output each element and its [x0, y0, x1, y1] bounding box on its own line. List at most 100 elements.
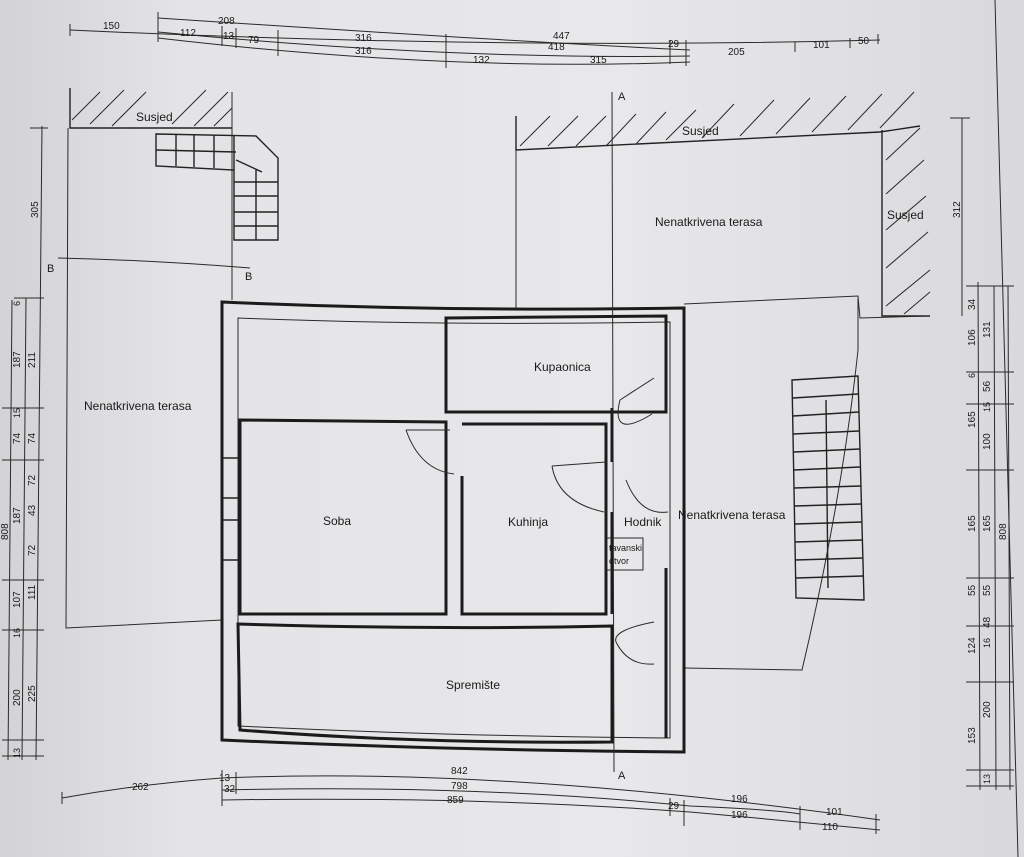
dim-bottom-262: 262	[132, 782, 149, 793]
right-terrace-top-edge	[683, 295, 929, 319]
dim-right-200: 200	[982, 701, 993, 718]
tavanski-label: tavanski	[609, 543, 642, 553]
section-a-top: A	[618, 91, 626, 103]
right-dimension-chain: 312 34 106 131 6 56 15 165 100 165 165 5…	[950, 117, 1014, 791]
dim-bottom-101: 101	[826, 807, 843, 818]
dim-right-131: 131	[982, 321, 993, 338]
dim-left-808: 808	[0, 523, 11, 540]
dim-left-211: 211	[27, 352, 38, 368]
dim-right-16: 16	[982, 638, 992, 648]
dim-bottom-29: 29	[668, 801, 680, 812]
dim-right-55b: 55	[982, 584, 993, 596]
left-terrace-outline	[65, 127, 223, 629]
dim-left-187b: 187	[12, 507, 23, 524]
dim-left-305: 305	[30, 201, 41, 218]
dim-left-15: 15	[12, 408, 22, 418]
dim-right-100: 100	[982, 433, 993, 450]
building-walls	[220, 300, 686, 754]
section-b-left: B	[47, 263, 54, 275]
dim-bottom-859: 859	[447, 795, 464, 806]
dim-top-150: 150	[103, 21, 120, 32]
dim-right-153: 153	[967, 727, 978, 744]
dim-right-34: 34	[967, 298, 978, 310]
dim-top-208: 208	[218, 16, 235, 27]
dim-right-165a: 165	[967, 411, 978, 428]
dim-top-205: 205	[728, 47, 745, 58]
dim-left-6: 6	[12, 301, 22, 306]
neighbour-staircase	[155, 133, 279, 241]
dim-right-312: 312	[952, 201, 963, 218]
room-spremiste-label: Spremište	[446, 678, 500, 692]
dim-top-418: 418	[548, 42, 565, 53]
dim-right-13: 13	[982, 774, 992, 784]
dim-left-16: 16	[12, 628, 22, 638]
dim-left-13: 13	[12, 748, 22, 758]
dim-bottom-842: 842	[451, 766, 468, 777]
doors	[405, 377, 669, 665]
dim-left-111: 111	[27, 584, 38, 600]
sheet-border-line	[994, 0, 1019, 857]
terasa-right-label: Nenatkrivena terasa	[678, 508, 786, 522]
dim-right-106: 106	[967, 329, 978, 346]
dim-left-72b: 72	[27, 544, 38, 556]
susjed-right-label: Susjed	[887, 208, 924, 222]
otvor-label: otvor	[609, 556, 629, 566]
dim-bottom-196b: 196	[731, 810, 748, 821]
dim-left-107: 107	[12, 591, 23, 608]
dim-top-101: 101	[813, 40, 830, 51]
dim-top-79: 79	[248, 35, 260, 46]
dim-bottom-110: 110	[822, 822, 838, 833]
dim-bottom-32: 32	[224, 784, 236, 795]
room-soba-label: Soba	[323, 514, 351, 528]
section-a: A A	[611, 91, 626, 782]
section-b-right: B	[245, 271, 252, 283]
dim-top-50: 50	[858, 36, 870, 47]
room-kuhinja-label: Kuhinja	[508, 515, 548, 529]
bottom-dimension-chain: 262 13 842 196 101 32 798 29 196 859 110	[61, 766, 881, 834]
terasa-left-label: Nenatkrivena terasa	[84, 399, 192, 413]
room-hodnik-label: Hodnik	[624, 515, 662, 529]
dim-bottom-196a: 196	[731, 794, 748, 805]
dim-top-447: 447	[553, 31, 570, 42]
dim-left-187a: 187	[12, 351, 23, 368]
dim-top-315: 315	[590, 55, 607, 66]
dim-right-15: 15	[982, 402, 992, 412]
top-right-neighbour: Susjed	[515, 91, 921, 151]
dim-bottom-798: 798	[451, 781, 468, 792]
right-neighbour: Susjed	[881, 127, 931, 317]
dim-top-29: 29	[668, 39, 680, 50]
dim-left-200: 200	[12, 689, 23, 706]
top-dimension-chain: 208 316 447 150 112 13 79 316 418 29 205…	[69, 12, 881, 68]
left-neighbour: Susjed	[69, 88, 233, 129]
dim-right-6: 6	[967, 373, 977, 378]
room-kupaonica-label: Kupaonica	[534, 360, 591, 374]
dim-bottom-13: 13	[219, 773, 231, 784]
dim-right-124: 124	[967, 637, 978, 654]
dim-right-808: 808	[998, 523, 1009, 540]
section-b: B B	[47, 257, 252, 283]
dim-right-55a: 55	[967, 584, 978, 596]
susjed-top-right-label: Susjed	[682, 124, 719, 138]
right-terrace-outline	[683, 298, 859, 671]
attic-hatch: tavanski otvor	[606, 537, 644, 571]
dim-right-165c: 165	[982, 515, 993, 532]
dim-top-112: 112	[180, 28, 196, 39]
dim-top-132: 132	[473, 55, 490, 66]
terasa-top-right-label: Nenatkrivena terasa	[655, 215, 763, 229]
exterior-staircase	[791, 375, 865, 601]
dim-left-74a: 74	[12, 432, 23, 444]
section-a-bottom: A	[618, 770, 626, 782]
dim-left-72a: 72	[27, 474, 38, 486]
dim-right-56: 56	[982, 380, 993, 392]
susjed-left-label: Susjed	[136, 110, 173, 124]
dim-left-43: 43	[27, 504, 38, 516]
dim-top-316a: 316	[355, 33, 372, 44]
dim-left-225: 225	[27, 685, 38, 702]
left-dimension-chain: 305 211 74 111 225 6 187 15 74 72 43 187…	[0, 125, 48, 761]
dim-top-13: 13	[223, 31, 235, 42]
dim-right-165b: 165	[967, 515, 978, 532]
dim-top-316b: 316	[355, 46, 372, 57]
dim-left-74b: 74	[27, 432, 38, 444]
